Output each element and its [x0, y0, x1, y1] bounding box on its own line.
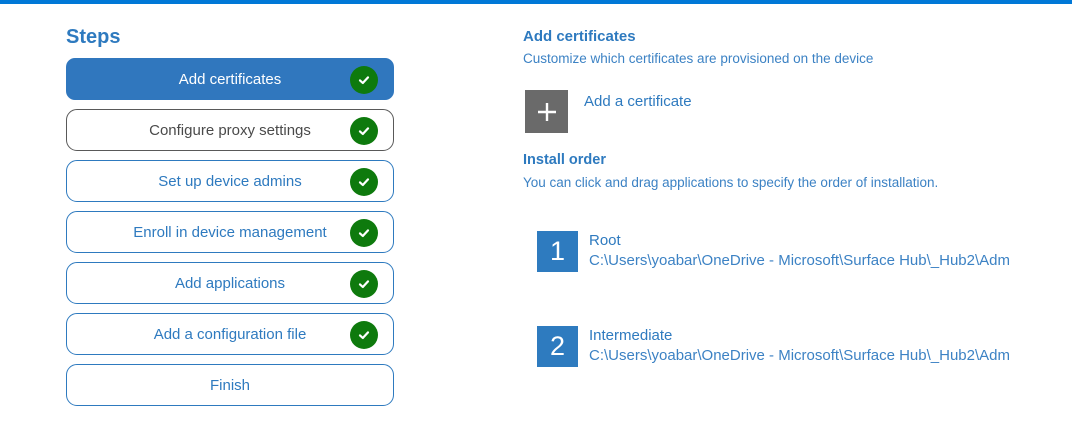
page-subtitle: Customize which certificates are provisi… [523, 51, 874, 66]
step-set-up-device-admins[interactable]: Set up device admins [66, 160, 394, 202]
certificate-path: C:\Users\yoabar\OneDrive - Microsoft\Sur… [589, 347, 1010, 364]
add-certificate-label: Add a certificate [584, 93, 692, 110]
check-icon [350, 168, 378, 196]
add-certificates-panel: Add certificates Customize which certifi… [523, 0, 1068, 443]
certificate-info: Root C:\Users\yoabar\OneDrive - Microsof… [589, 231, 1010, 271]
certificate-name: Root [589, 232, 621, 249]
step-label: Finish [209, 376, 250, 394]
certificate-name: Intermediate [589, 327, 673, 344]
step-configure-proxy-settings[interactable]: Configure proxy settings [66, 109, 394, 151]
install-order-heading: Install order [523, 152, 606, 168]
step-finish[interactable]: Finish [66, 364, 394, 406]
steps-heading: Steps [66, 26, 121, 48]
check-icon [350, 321, 378, 349]
step-add-applications[interactable]: Add applications [66, 262, 394, 304]
step-label: Add certificates [178, 70, 282, 88]
install-order-item-root[interactable]: 1 Root C:\Users\yoabar\OneDrive - Micros… [537, 231, 1010, 272]
certificate-path: C:\Users\yoabar\OneDrive - Microsoft\Sur… [589, 252, 1010, 269]
certificate-info: Intermediate C:\Users\yoabar\OneDrive - … [589, 326, 1010, 366]
steps-sidebar: Steps Add certificates Configure proxy s… [66, 26, 394, 415]
page-title: Add certificates [523, 28, 636, 45]
step-add-a-configuration-file[interactable]: Add a configuration file [66, 313, 394, 355]
plus-icon [525, 90, 568, 133]
check-icon [350, 66, 378, 94]
add-certificate-button[interactable]: Add a certificate [525, 90, 692, 133]
step-label: Enroll in device management [133, 223, 327, 241]
check-icon [350, 270, 378, 298]
step-add-certificates[interactable]: Add certificates [66, 58, 394, 100]
install-order-item-intermediate[interactable]: 2 Intermediate C:\Users\yoabar\OneDrive … [537, 326, 1010, 367]
order-number-badge: 2 [537, 326, 578, 367]
check-icon [350, 219, 378, 247]
step-label: Add a configuration file [153, 325, 307, 343]
step-enroll-in-device-management[interactable]: Enroll in device management [66, 211, 394, 253]
check-icon [350, 117, 378, 145]
step-label: Set up device admins [158, 172, 302, 190]
step-label: Add applications [174, 274, 286, 292]
install-order-description: You can click and drag applications to s… [523, 175, 939, 190]
step-label: Configure proxy settings [149, 121, 311, 139]
order-number-badge: 1 [537, 231, 578, 272]
top-accent-bar [0, 0, 1072, 4]
